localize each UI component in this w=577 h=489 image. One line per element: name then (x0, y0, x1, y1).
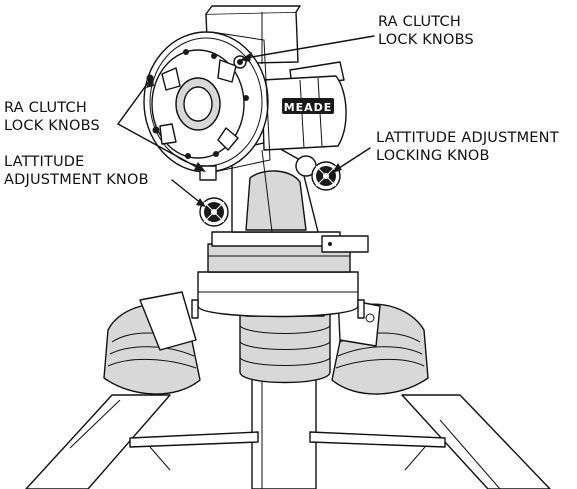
tripod-leg-center (239, 298, 331, 489)
latitude-adjustment-knob (199, 197, 229, 227)
callout-latitude-knob-line2: ADJUSTMENT KNOB (4, 172, 149, 188)
tripod (25, 291, 551, 489)
callout-ra-clutch-left-line1: RA CLUTCH (4, 100, 87, 116)
accessory-tray (129, 431, 446, 471)
callout-latitude-knob: LATTITUDE ADJUSTMENT KNOB (4, 154, 149, 188)
callout-ra-clutch-top-line2: LOCK KNOBS (378, 32, 474, 48)
callout-ra-clutch-top: RA CLUTCH LOCK KNOBS (378, 14, 474, 48)
tripod-leg-left (25, 291, 201, 489)
tripod-head (191, 231, 369, 319)
callout-latitude-locking: LATTITUDE ADJUSTMENT LOCKING KNOB (376, 130, 559, 164)
callout-ra-clutch-left: RA CLUTCH LOCK KNOBS (4, 100, 100, 134)
latitude-locking-knob (295, 155, 341, 191)
callout-latitude-knob-line1: LATTITUDE (4, 154, 85, 170)
callout-ra-clutch-left-line2: LOCK KNOBS (4, 118, 100, 134)
callout-ra-clutch-top-line1: RA CLUTCH (378, 14, 461, 30)
mount-body: MEADE (143, 5, 347, 233)
callout-latitude-locking-line1: LATTITUDE ADJUSTMENT (376, 130, 559, 146)
tripod-leg-right (331, 297, 551, 489)
callout-leaders (117, 35, 375, 207)
callout-latitude-locking-line2: LOCKING KNOB (376, 148, 490, 164)
meade-logo: MEADE (284, 101, 333, 114)
